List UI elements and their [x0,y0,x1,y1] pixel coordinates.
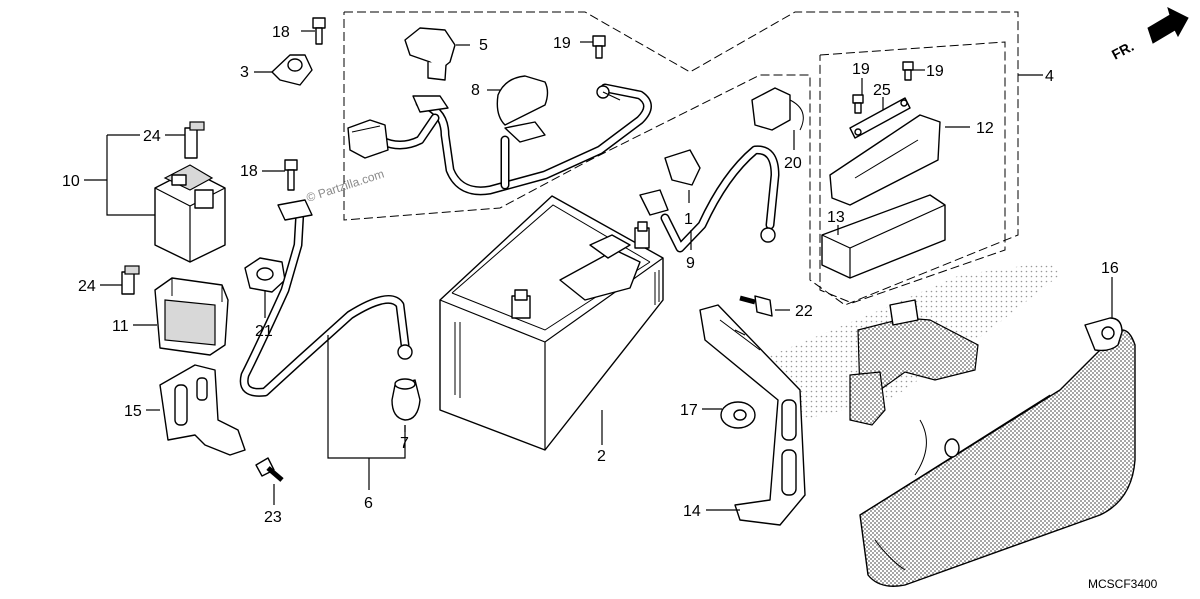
diagram-code: MCSCF3400 [1088,577,1158,591]
callout-10: 10 [62,173,80,190]
starter-relay [154,164,226,263]
callout-17: 17 [680,402,698,419]
fuse-box-cover [821,194,946,279]
callout-labels: 18 3 5 8 19 24 10 18 24 11 21 15 23 6 7 … [62,24,1119,526]
callout-23: 23 [264,509,282,526]
callout-19: 19 [926,63,944,80]
watermark-text: © Partzilla.com [305,167,386,205]
grommet [720,401,756,429]
cover-bracket [849,299,979,476]
battery [439,195,664,451]
negative-cable [239,199,413,397]
bolt-19-top [592,35,606,59]
positive-cable [639,145,780,253]
callout-3: 3 [240,64,249,81]
callout-7: 7 [400,435,409,452]
fuse-box [829,97,941,206]
bolt-18-top [312,17,326,45]
callout-4: 4 [1045,68,1054,85]
battery-bracket [699,304,806,526]
bolt-23 [255,457,284,482]
bolt-22 [739,295,773,317]
connector-20 [751,87,804,131]
relay-holder [154,277,229,356]
callout-5: 5 [479,37,488,54]
callout-14: 14 [683,503,701,520]
callout-8: 8 [471,82,480,99]
group-outline-fusebox [819,41,1006,304]
callout-20: 20 [784,155,802,172]
callout-11: 11 [112,318,129,335]
callout-9: 9 [686,255,695,272]
callout-1: 1 [684,211,693,228]
bolt-18-lower [284,159,298,191]
terminal-cap-7 [391,378,421,421]
front-direction-arrow: FR. [1109,7,1189,63]
callout-18: 18 [272,24,290,41]
clamp [271,54,313,86]
fuse-24-lower [121,265,140,295]
callout-24: 24 [78,278,96,295]
terminal-cap [404,27,456,81]
terminal-cap-1 [664,149,701,186]
holder-21 [244,257,286,293]
callout-12: 12 [976,120,994,137]
callout-16: 16 [1101,260,1119,277]
callout-2: 2 [597,448,606,465]
wire-harness [347,83,652,196]
direction-label: FR. [1109,38,1136,63]
fuse-24-top [184,121,205,159]
terminal-cover [496,75,549,126]
callout-22: 22 [795,303,813,320]
callout-15: 15 [124,403,142,420]
group-outline-harness [343,11,1019,306]
screw-19-left [852,94,864,114]
callout-6: 6 [364,495,373,512]
bracket-15 [159,364,246,456]
callout-21: 21 [255,323,273,340]
callout-18: 18 [240,163,258,180]
callout-25: 25 [873,82,891,99]
callout-19: 19 [553,35,571,52]
callout-19: 19 [852,61,870,78]
callout-13: 13 [827,209,845,226]
side-cover [760,262,1136,587]
callout-24: 24 [143,128,161,145]
screw-19-right [902,61,914,81]
leader-lines [84,30,1113,511]
